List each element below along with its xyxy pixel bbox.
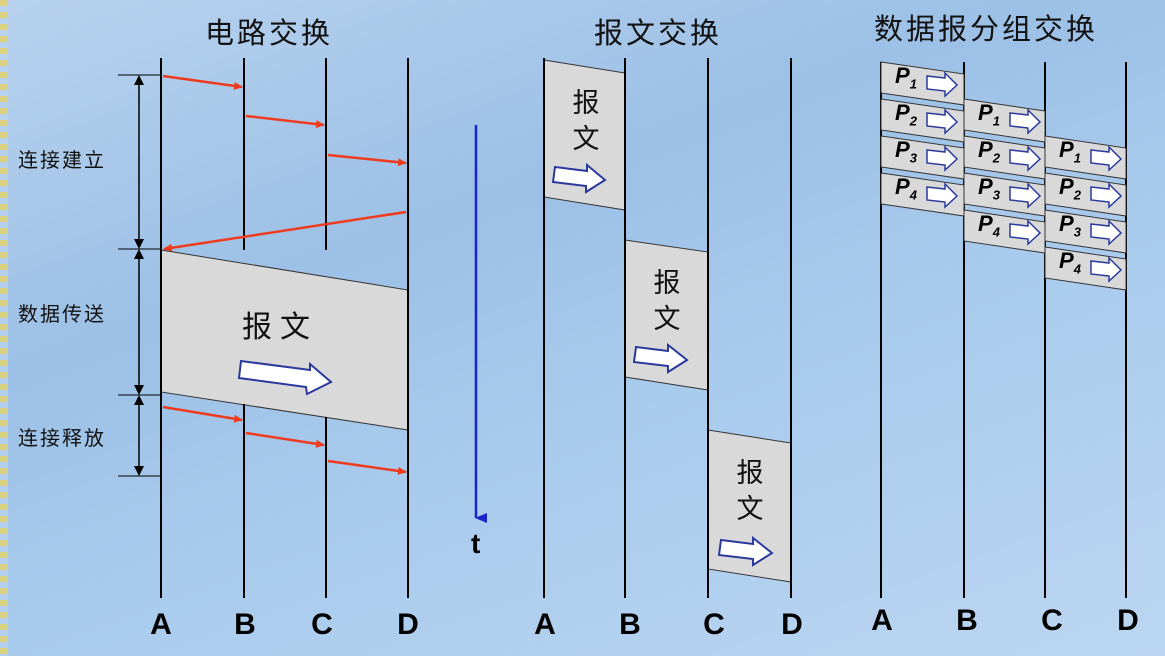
message-char-1: 报: [653, 268, 681, 299]
packet-number: 4: [992, 224, 1000, 240]
message-block-arrow-2: [632, 342, 689, 374]
packet-1-hop-1-arrow: [926, 71, 959, 98]
packet-1-hop-2-label: P1: [978, 100, 1000, 128]
phase-label-release: 连接释放: [18, 426, 106, 450]
release-arrow-B-C: [245, 431, 325, 448]
packet-1-hop-3-label: P1: [1059, 137, 1081, 165]
packet-1-hop-2-arrow: [1009, 108, 1042, 135]
packet-3-hop-3-label: P3: [1059, 211, 1081, 239]
packet-4-hop-3: [1044, 246, 1127, 291]
packet-number: 1: [909, 76, 917, 92]
message-block-label-1: 报 文: [566, 86, 606, 158]
packet-number: 3: [1073, 224, 1081, 240]
packet-4-hop-2-label: P4: [978, 211, 1000, 239]
message-node-C: C: [703, 608, 725, 641]
release-arrow-A-B: [162, 405, 243, 423]
packet-prefix: P: [978, 174, 993, 199]
packet-number: 2: [909, 113, 917, 129]
packet-prefix: P: [1059, 137, 1074, 162]
title-circuit-switching: 电路交换: [205, 16, 334, 50]
time-axis-label: t: [471, 528, 481, 559]
packet-4-hop-3-arrow: [1090, 256, 1123, 283]
packet-2-hop-3-label: P2: [1059, 174, 1081, 202]
packet-1-hop-3-arrow: [1090, 145, 1123, 172]
packet-prefix: P: [978, 211, 993, 236]
message-node-A: A: [534, 608, 556, 641]
message-char-2: 文: [653, 304, 681, 335]
packet-prefix: P: [1059, 211, 1074, 236]
packet-2-hop-3-arrow: [1090, 182, 1123, 209]
packet-prefix: P: [895, 63, 910, 88]
setup-arrow-C-D: [327, 153, 407, 167]
message-block-label-3: 报 文: [730, 456, 770, 528]
message-node-B: B: [619, 608, 641, 641]
message-node-D: D: [781, 608, 803, 641]
phase-label-transfer: 数据传送: [18, 302, 106, 326]
packet-4-hop-3-label: P4: [1059, 248, 1081, 276]
packet-prefix: P: [895, 174, 910, 199]
packet-2-hop-2-arrow: [1009, 145, 1042, 172]
message-block-arrow-3: [717, 535, 774, 567]
packet-number: 4: [909, 187, 917, 203]
decorative-edge-strip: [0, 0, 8, 656]
datagram-node-D: D: [1117, 604, 1139, 637]
release-arrow-C-D: [327, 459, 407, 475]
datagram-node-B: B: [956, 604, 978, 637]
packet-prefix: P: [978, 137, 993, 162]
packet-prefix: P: [1059, 174, 1074, 199]
packet-4-hop-1-label: P4: [895, 174, 917, 202]
packet-number: 3: [909, 150, 917, 166]
packet-prefix: P: [1059, 248, 1074, 273]
packet-2-hop-2-label: P2: [978, 137, 1000, 165]
packet-number: 4: [1073, 261, 1081, 277]
title-datagram-switching: 数据报分组交换: [874, 12, 1099, 46]
message-char-2: 文: [572, 124, 600, 155]
setup-arrow-B-C: [245, 114, 325, 129]
packet-number: 1: [992, 113, 1000, 129]
packet-prefix: P: [895, 100, 910, 125]
packet-3-hop-2-label: P3: [978, 174, 1000, 202]
circuit-node-D: D: [397, 608, 419, 641]
packet-3-hop-3-arrow: [1090, 219, 1123, 246]
datagram-node-A: A: [871, 604, 893, 637]
phase-label-setup: 连接建立: [18, 148, 106, 172]
packet-4-hop-1-arrow: [926, 182, 959, 209]
packet-number: 2: [992, 150, 1000, 166]
packet-prefix: P: [895, 137, 910, 162]
packet-3-hop-1-label: P3: [895, 137, 917, 165]
message-block-arrow-1: [551, 162, 607, 194]
circuit-node-B: B: [234, 608, 256, 641]
packet-number: 1: [1073, 150, 1081, 166]
circuit-block-arrow: [237, 359, 333, 396]
datagram-node-C: C: [1041, 604, 1063, 637]
packet-number: 3: [992, 187, 1000, 203]
ack-arrow-D-A: [163, 210, 407, 252]
packet-prefix: P: [978, 100, 993, 125]
packet-2-hop-1-label: P2: [895, 100, 917, 128]
setup-arrow-A-B: [162, 74, 243, 90]
message-block-label-2: 报 文: [647, 266, 687, 338]
message-char-1: 报: [736, 458, 764, 489]
message-char-1: 报: [572, 88, 600, 119]
packet-4-hop-2-arrow: [1009, 219, 1042, 246]
packet-1-hop-1-label: P1: [895, 63, 917, 91]
packet-3-hop-1-arrow: [926, 145, 959, 172]
packet-number: 2: [1073, 187, 1081, 203]
packet-blocks: [880, 61, 1127, 291]
message-char-2: 文: [736, 494, 764, 525]
packet-3-hop-2-arrow: [1009, 182, 1042, 209]
circuit-message-label: 报文: [242, 310, 318, 345]
packet-2-hop-1-arrow: [926, 108, 959, 135]
circuit-node-A: A: [150, 608, 172, 641]
title-message-switching: 报文交换: [594, 16, 723, 50]
circuit-node-C: C: [311, 608, 333, 641]
